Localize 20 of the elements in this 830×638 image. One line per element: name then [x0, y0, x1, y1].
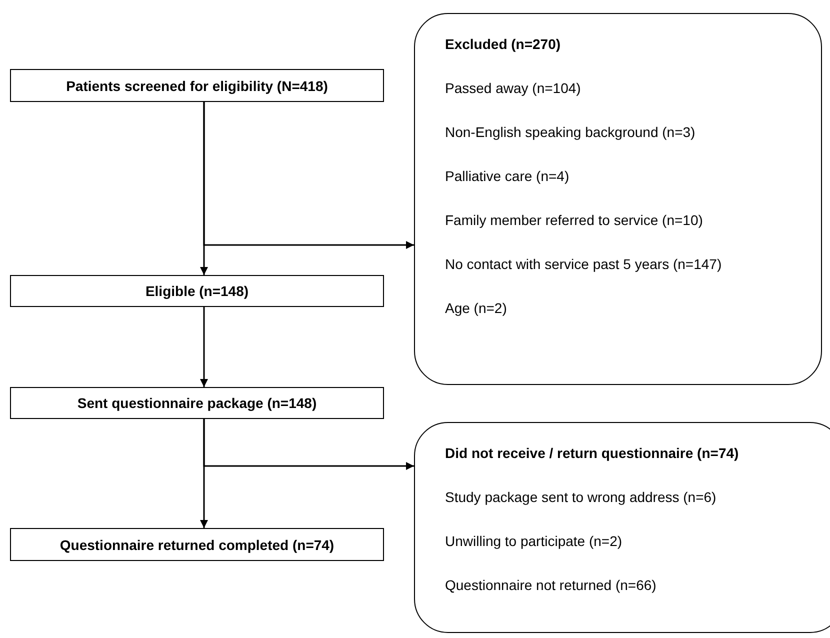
- list-item: Unwilling to participate (n=2): [445, 532, 624, 551]
- box-heading: Did not receive / return questionnaire (n=74): [445, 444, 740, 463]
- process-box: Sent questionnaire package (n=148): [10, 387, 384, 419]
- list-item: Palliative care (n=4): [445, 167, 570, 186]
- list-item: Study package sent to wrong address (n=6): [445, 488, 718, 507]
- list-item: Passed away (n=104): [445, 79, 582, 98]
- exclusion-box: [414, 422, 830, 633]
- list-item: Family member referred to service (n=10): [445, 211, 704, 230]
- process-box: Patients screened for eligibility (N=418): [10, 69, 384, 102]
- process-box: Eligible (n=148): [10, 275, 384, 307]
- box-heading: Excluded (n=270): [445, 35, 562, 54]
- list-item: Non-English speaking background (n=3): [445, 123, 696, 142]
- arrow: [203, 102, 414, 249]
- list-item: No contact with service past 5 years (n=147): [445, 255, 723, 274]
- arrow: [200, 307, 208, 387]
- process-box: Questionnaire returned completed (n=74): [10, 528, 384, 561]
- list-item: Age (n=2): [445, 299, 508, 318]
- exclusion-box: [414, 13, 822, 385]
- list-item: Questionnaire not returned (n=66): [445, 576, 658, 595]
- arrow: [203, 419, 414, 470]
